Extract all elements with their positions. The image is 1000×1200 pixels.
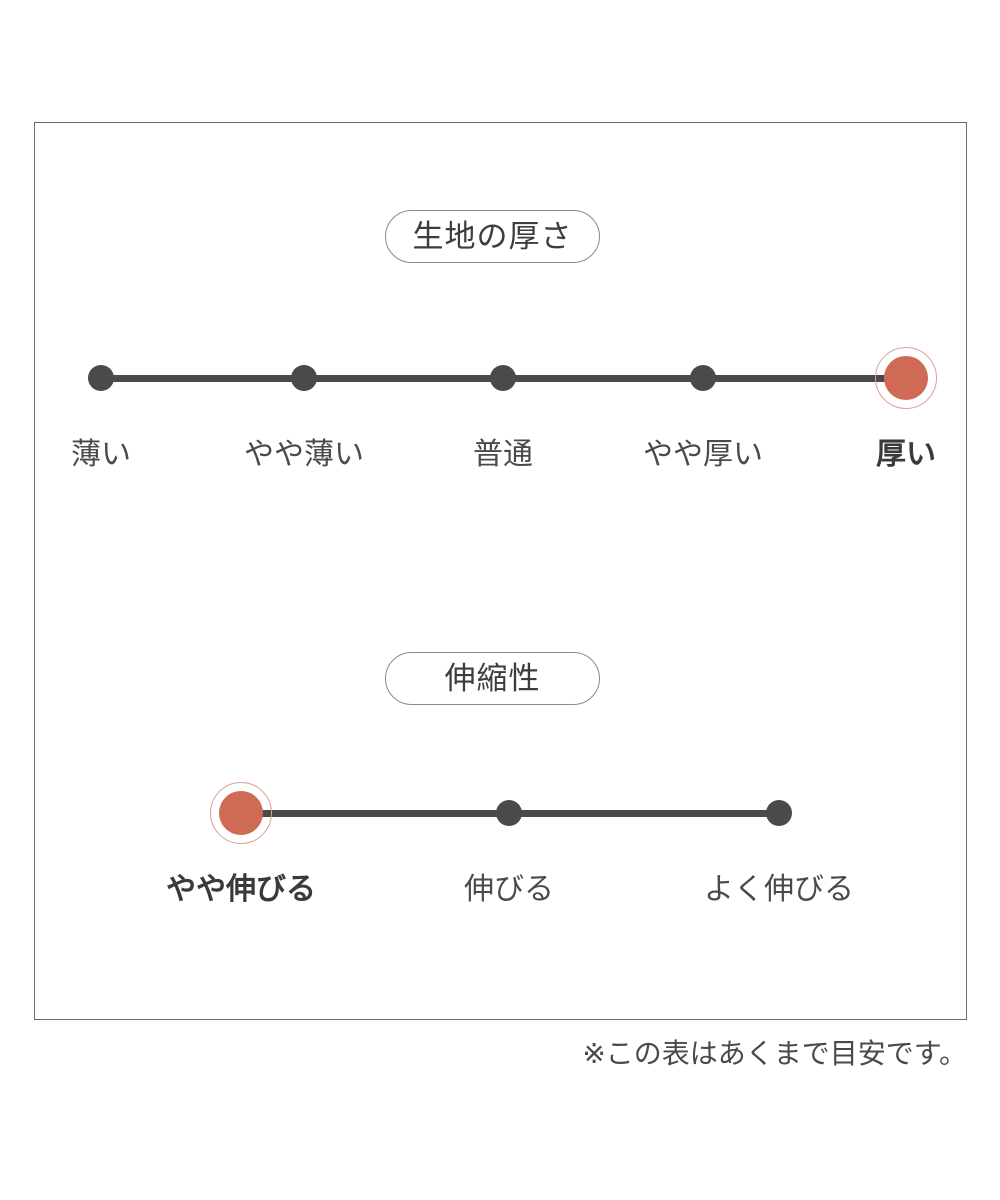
scale-dot-selected [884, 356, 928, 400]
scale-node-label: 伸びる [464, 873, 554, 906]
scale-node-label: 薄い [71, 438, 131, 471]
scale-node-label-selected: 厚い [876, 438, 936, 471]
selection-ring [210, 782, 272, 844]
scale-node-label: よく伸びる [704, 873, 854, 906]
scale-node-label-selected: やや伸びる [166, 873, 316, 906]
scale-dot-selected [219, 791, 263, 835]
section-title-pill-fabric-stretch: 伸縮性 [385, 652, 600, 705]
scale-dot [88, 365, 114, 391]
section-title-label: 伸縮性 [444, 661, 541, 696]
scale-dot [496, 800, 522, 826]
scale-node-label: 普通 [473, 438, 533, 471]
scale-node-label: やや薄い [244, 438, 364, 471]
scale-dot [291, 365, 317, 391]
info-panel [34, 122, 967, 1020]
footnote-disclaimer: ※この表はあくまで目安です。 [582, 1038, 967, 1069]
scale-node-label: やや厚い [643, 438, 763, 471]
section-title-pill-fabric-thickness: 生地の厚さ [385, 210, 600, 263]
selection-ring [875, 347, 937, 409]
scale-dot [690, 365, 716, 391]
section-title-label: 生地の厚さ [412, 219, 573, 254]
scale-dot [766, 800, 792, 826]
scale-dot [490, 365, 516, 391]
